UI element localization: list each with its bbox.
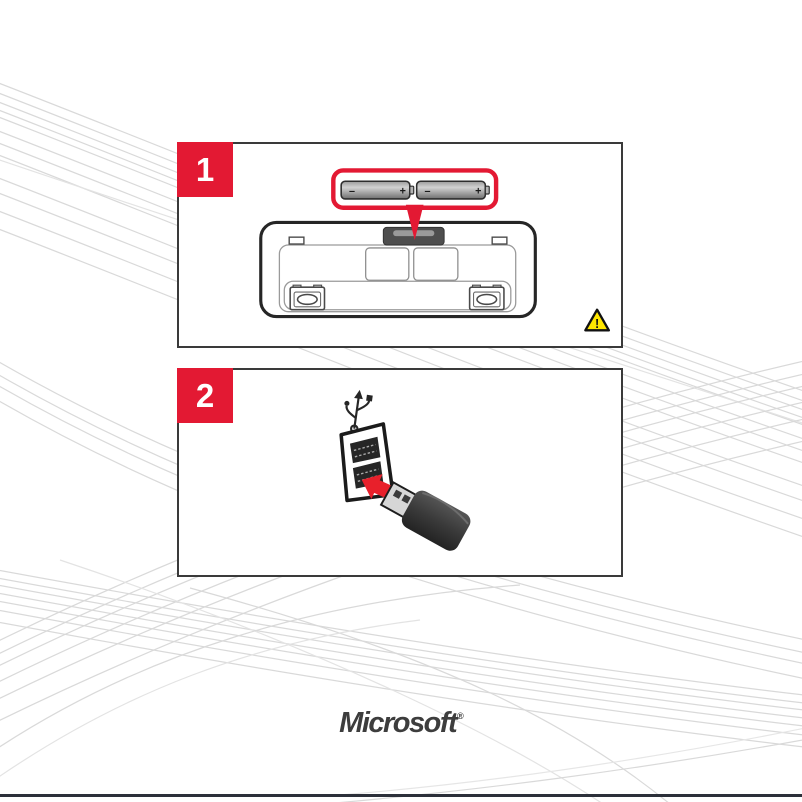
step-2-badge: 2 — [177, 368, 233, 423]
trademark-symbol: ® — [457, 711, 464, 721]
battery-highlight-frame — [331, 168, 499, 210]
battery-installation-illustration: – + – + ! — [259, 168, 611, 332]
aa-battery: – + — [415, 180, 490, 200]
battery-positive-label: + — [400, 186, 406, 198]
step-1-badge: 1 — [177, 142, 233, 197]
warning-icon: ! — [584, 308, 611, 332]
battery-positive-label: + — [475, 186, 481, 198]
receiver-plug-in-illustration — [339, 389, 471, 551]
warning-exclamation: ! — [595, 316, 599, 331]
usb-receiver-body — [401, 490, 471, 551]
keyboard-bottom-view — [259, 220, 537, 319]
step-pointer-icon — [405, 204, 424, 241]
battery-bay — [413, 247, 459, 281]
keyboard-label-slot — [491, 236, 508, 245]
footer-rule — [0, 794, 802, 797]
battery-positive-terminal — [484, 185, 490, 195]
keyboard-label-slot — [288, 236, 305, 245]
usb-port — [349, 436, 381, 464]
step-2-panel: 2 — [177, 368, 623, 577]
microsoft-logo-text: Microsoft — [339, 707, 458, 739]
battery-bay — [365, 247, 410, 281]
battery-positive-terminal — [409, 185, 415, 195]
step-1-number: 1 — [195, 150, 215, 188]
battery-negative-label: – — [425, 186, 431, 198]
keyboard-foot — [468, 284, 505, 311]
step-1-panel: 1 — [177, 142, 623, 348]
microsoft-logo: Microsoft® — [0, 707, 802, 740]
step-2-number: 2 — [195, 376, 215, 414]
usb-receiver — [379, 481, 471, 551]
aa-battery: – + — [340, 180, 415, 200]
keyboard-foot — [289, 284, 326, 311]
battery-negative-label: – — [349, 186, 355, 198]
